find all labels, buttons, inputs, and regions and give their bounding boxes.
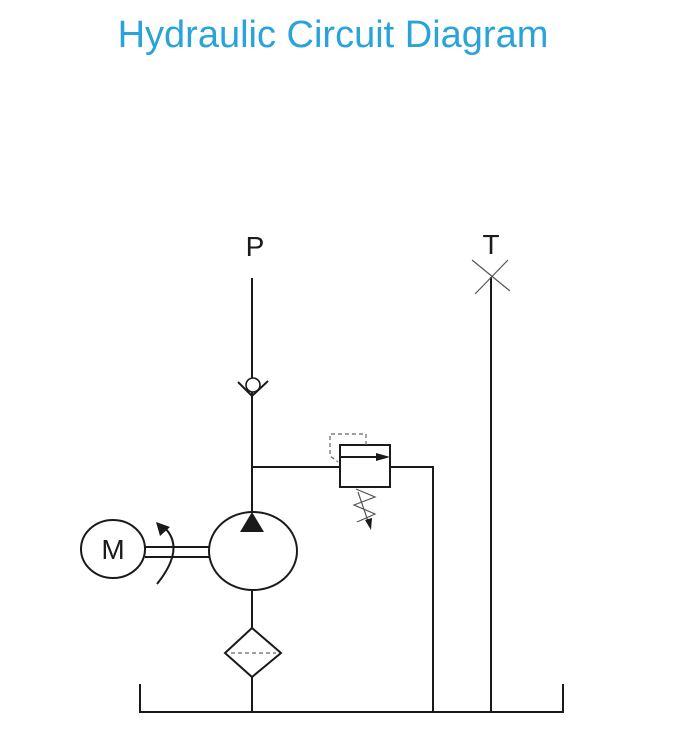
rotation-arrow-icon — [156, 522, 175, 585]
drive-shaft — [145, 546, 209, 558]
motor-label: M — [101, 534, 124, 565]
relief-return-line — [390, 466, 434, 712]
tank-icon — [139, 684, 564, 713]
electric-motor-icon: M — [80, 519, 146, 579]
pressure-relief-valve-icon — [329, 433, 391, 530]
filter-icon — [223, 626, 283, 679]
diagram-title: Hydraulic Circuit Diagram — [117, 14, 549, 56]
port-label-p: P — [246, 231, 265, 262]
hydraulic-pump-icon — [208, 511, 298, 591]
plugged-port-cross-icon — [471, 259, 511, 295]
port-label-t: T — [482, 229, 499, 260]
check-valve-icon — [237, 377, 269, 398]
